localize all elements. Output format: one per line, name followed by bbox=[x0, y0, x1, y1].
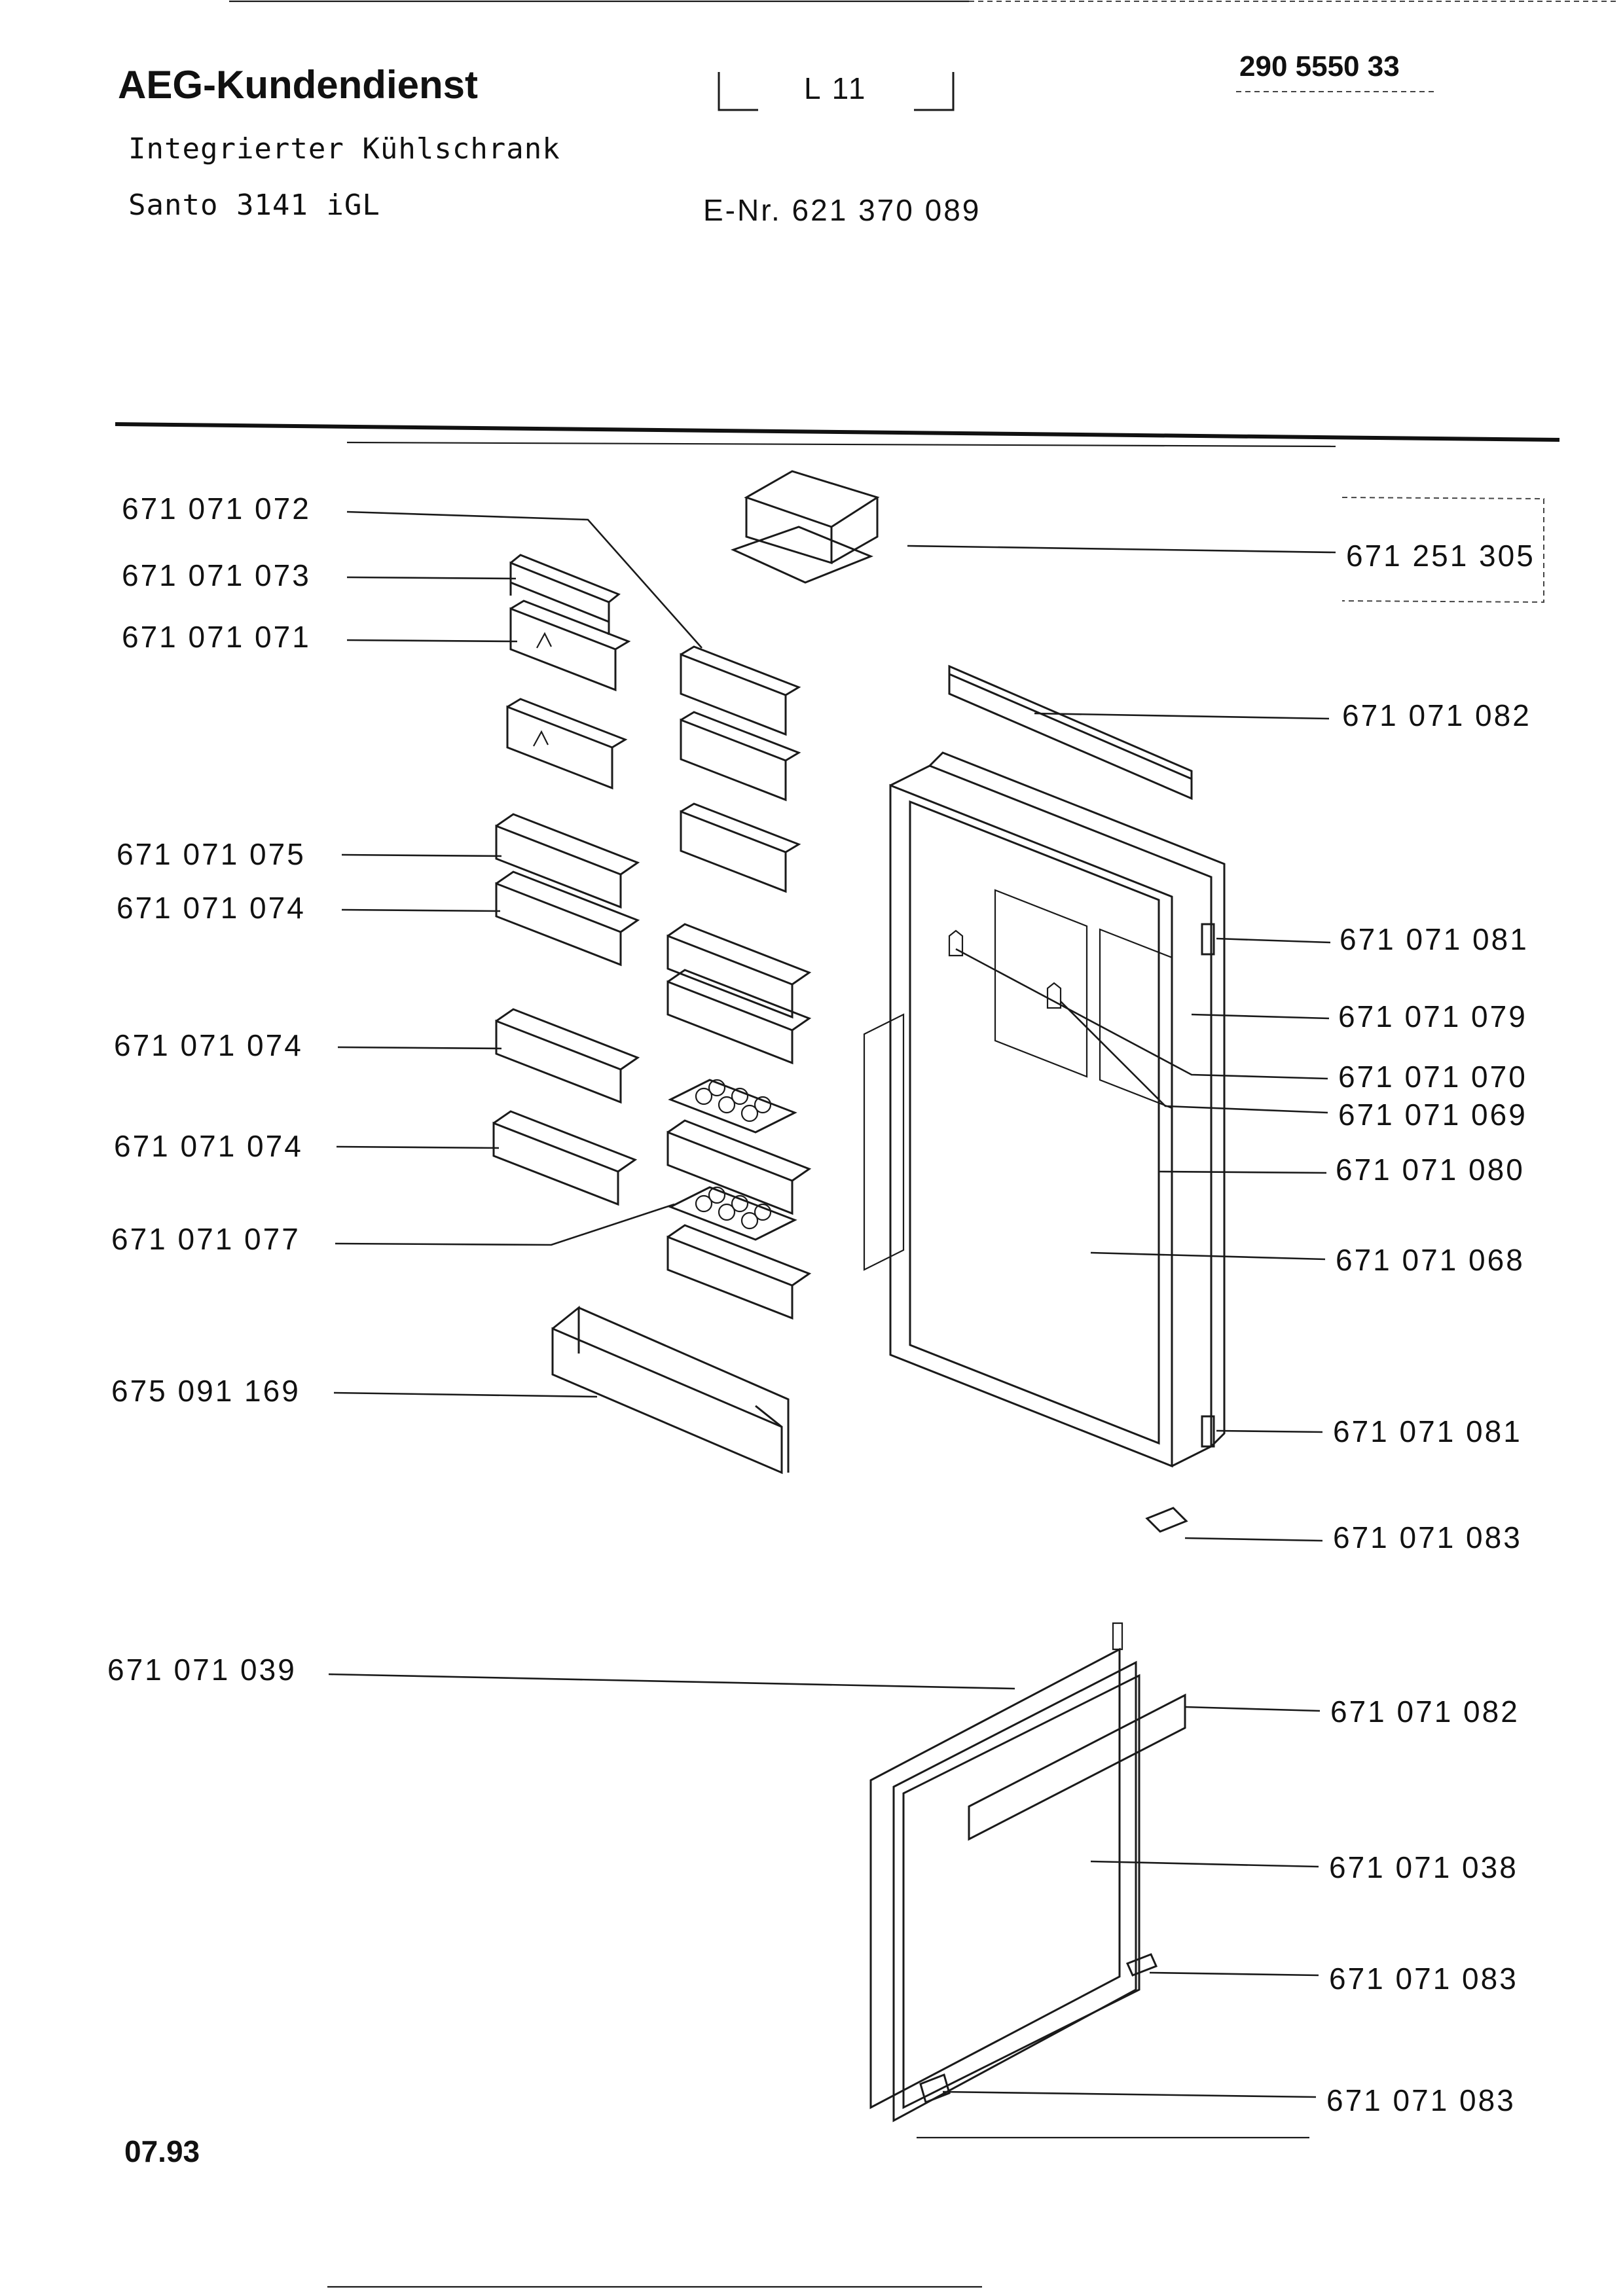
dairy-compartment bbox=[730, 470, 880, 584]
part-label-right: 671 071 069 bbox=[1338, 1098, 1527, 1132]
door-shelf-bin bbox=[509, 554, 621, 635]
dowel bbox=[1046, 982, 1062, 1009]
part-label-right: 671 071 068 bbox=[1336, 1243, 1525, 1277]
part-label-right: 671 071 080 bbox=[1336, 1153, 1525, 1187]
part-label-left: 671 071 073 bbox=[122, 558, 311, 592]
hinge-bracket bbox=[1145, 1507, 1188, 1533]
door-shelf-bin bbox=[509, 600, 631, 692]
bottle-shelf bbox=[551, 1305, 790, 1475]
page-code: L 11 bbox=[804, 71, 867, 105]
part-label-right: 671 071 083 bbox=[1326, 2083, 1516, 2117]
model-name: Santo 3141 iGL bbox=[128, 188, 380, 222]
dowel bbox=[948, 929, 964, 957]
door-shelf-bin bbox=[666, 969, 812, 1065]
door-clip bbox=[1201, 923, 1215, 956]
document-number: 290 5550 33 bbox=[1239, 50, 1400, 82]
egg-tray bbox=[668, 1186, 797, 1241]
product-type: Integrierter Kühlschrank bbox=[128, 132, 560, 166]
door-shelf-bin bbox=[506, 698, 628, 790]
door-shelf-bin bbox=[680, 645, 801, 736]
part-label-right: 671 071 082 bbox=[1330, 1695, 1520, 1729]
part-label-left: 671 071 039 bbox=[107, 1653, 297, 1687]
section-divider-thin bbox=[346, 441, 1336, 448]
leader-lines bbox=[328, 511, 1336, 2098]
part-label-right: 671 071 083 bbox=[1333, 1520, 1522, 1554]
part-label-right: 671 071 083 bbox=[1329, 1962, 1518, 1996]
callout-box bbox=[1341, 497, 1544, 603]
fridge-door-inner bbox=[863, 751, 1226, 1468]
section-divider bbox=[115, 422, 1560, 442]
door-shelf-bin bbox=[666, 1224, 812, 1320]
hinge-rail bbox=[948, 664, 1193, 800]
door-clip bbox=[1201, 1415, 1215, 1448]
part-label-right: 671 071 079 bbox=[1338, 999, 1527, 1033]
e-number: E-Nr. 621 370 089 bbox=[703, 193, 981, 227]
brand-title: AEG-Kundendienst bbox=[118, 63, 478, 107]
part-label-left: 675 091 169 bbox=[111, 1374, 301, 1408]
door-shelf-bin bbox=[495, 870, 640, 967]
part-label-left: 671 071 071 bbox=[122, 620, 311, 654]
part-label-right: 671 071 081 bbox=[1333, 1414, 1522, 1448]
hinge-rail bbox=[968, 1693, 1186, 1841]
issue-date: 07.93 bbox=[124, 2134, 200, 2168]
door-shelf-bin bbox=[666, 923, 812, 1019]
part-label-left: 671 071 077 bbox=[111, 1222, 301, 1256]
door-shelf-bin bbox=[680, 802, 801, 893]
part-label-left: 671 071 072 bbox=[122, 492, 311, 526]
part-label-right: 671 071 038 bbox=[1329, 1850, 1518, 1884]
part-label-left: 671 071 074 bbox=[114, 1028, 303, 1062]
part-label-right: 671 251 305 bbox=[1346, 539, 1535, 573]
door-shelf-bin bbox=[495, 813, 640, 909]
door-shelf-bin bbox=[495, 1008, 640, 1104]
freezer-door bbox=[869, 1647, 1140, 2123]
part-label-left: 671 071 074 bbox=[114, 1129, 303, 1163]
egg-tray bbox=[668, 1079, 797, 1134]
part-label-right: 671 071 070 bbox=[1338, 1060, 1527, 1094]
door-shelf-bin bbox=[666, 1119, 812, 1215]
door-shelf-bin bbox=[680, 711, 801, 802]
hinge-bracket bbox=[919, 2073, 951, 2104]
part-label-right: 671 071 082 bbox=[1342, 698, 1531, 732]
part-label-left: 671 071 075 bbox=[117, 837, 306, 871]
part-label-right: 671 071 081 bbox=[1340, 922, 1529, 956]
door-shelf-bin bbox=[492, 1110, 638, 1206]
screw bbox=[1112, 1622, 1123, 1651]
hinge-bracket bbox=[1125, 1953, 1158, 1977]
part-label-left: 671 071 074 bbox=[117, 891, 306, 925]
page-code-brackets bbox=[718, 72, 955, 111]
